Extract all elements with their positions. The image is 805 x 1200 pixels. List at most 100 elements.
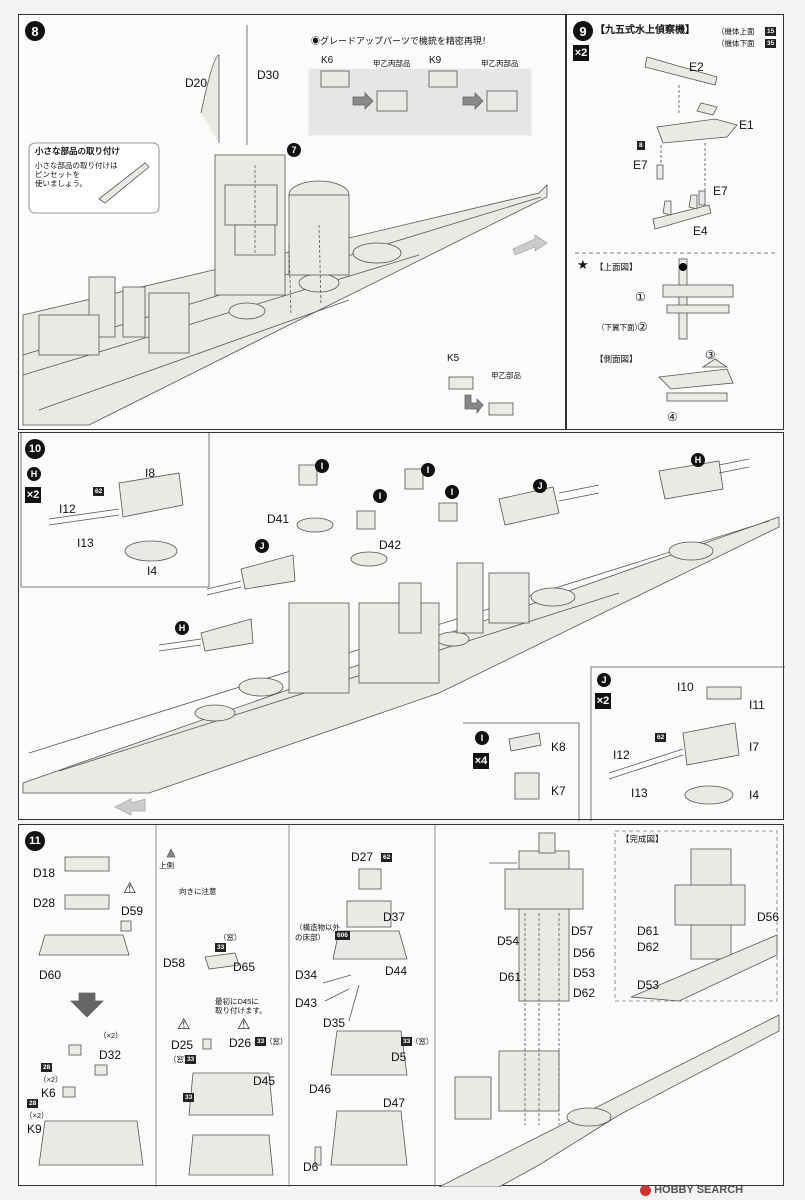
part-k6-label: K6 xyxy=(41,1086,56,1100)
j-marker-2: J xyxy=(533,479,547,493)
complete-d53-label: D53 xyxy=(637,978,660,992)
color-code-62: 62 xyxy=(381,853,393,862)
j-multiplier: ×2 xyxy=(595,693,611,709)
step-11-panel: 11 D18 D28 ⚠ D59 D60 上側 向きに注意 28 （×2） K6… xyxy=(18,824,784,1187)
part-i11-label: I11 xyxy=(749,698,765,712)
part-k6-sub: 甲乙丙部品 xyxy=(373,59,411,68)
step-10-ship-drawing xyxy=(20,433,785,821)
part-e2-label: E2 xyxy=(689,60,704,74)
color-code-62: 62 xyxy=(93,487,105,496)
tip-line-3: 使いましょう。 xyxy=(35,179,88,188)
color-code-8: 8 xyxy=(637,141,645,150)
completed-view-label: 【完成図】 xyxy=(621,834,664,844)
part-k9-label: K9 xyxy=(27,1122,42,1136)
upgrade-note: ◉グレードアップパーツで機銃を精密再現！ xyxy=(311,36,491,46)
i-marker-1: I xyxy=(315,459,329,473)
part-k6-label: K6 xyxy=(321,55,334,66)
part-k9-label: K9 xyxy=(429,55,442,66)
h-marker: H xyxy=(27,467,41,481)
top-view-label: 【上面図】 xyxy=(595,262,638,272)
tip-title: 小さな部品の取り付け xyxy=(35,146,121,156)
tip-line-2: ピンセットを xyxy=(35,170,80,179)
warning-icon-3: ⚠ xyxy=(237,1016,251,1033)
part-i12b-label: I12 xyxy=(613,748,630,762)
first-attach-line-2: 取り付けます。 xyxy=(215,1006,267,1015)
step-10-number: 10 xyxy=(25,439,45,459)
fuselage-lower-label: （機体下面 xyxy=(717,39,755,48)
part-d53-label: D53 xyxy=(573,966,596,980)
window-label: （窓） xyxy=(219,933,242,942)
non-struct-line-1: （構造物以外 xyxy=(295,923,340,932)
part-d44-label: D44 xyxy=(385,964,408,978)
part-d32-label: D32 xyxy=(99,1048,122,1062)
color-code-28b: 28 xyxy=(27,1099,39,1108)
part-k8-label: K8 xyxy=(551,740,566,754)
upper-color-code: 15 xyxy=(765,27,777,36)
part-d34-label: D34 xyxy=(295,968,318,982)
up-side-label: 上側 xyxy=(159,861,174,870)
fuselage-upper-label: （機体上面 xyxy=(717,27,755,36)
color-code-33a: 33 xyxy=(215,943,227,952)
part-d43-label: D43 xyxy=(295,996,318,1010)
step-ref-7: 7 xyxy=(287,143,301,157)
part-i13b-label: I13 xyxy=(631,786,648,800)
part-d18-label: D18 xyxy=(33,866,56,880)
part-d35-label: D35 xyxy=(323,1016,346,1030)
lower-surface-label: （下翼下面） xyxy=(597,323,642,332)
d26-window: （窓） xyxy=(265,1037,288,1046)
part-d61-label: D61 xyxy=(499,970,522,984)
part-d5-label: D5 xyxy=(391,1050,407,1064)
part-k7-label: K7 xyxy=(551,784,566,798)
step-9-panel: 9 【九五式水上偵察機】 （機体上面 15 （機体下面 35 ×2 E2 E1 … xyxy=(566,14,784,430)
part-d45-label: D45 xyxy=(253,1074,276,1088)
part-d41-label: D41 xyxy=(267,512,290,526)
step-8-ship-drawing xyxy=(22,25,548,426)
part-i10-label: I10 xyxy=(677,680,694,694)
part-i8-label: I8 xyxy=(145,466,156,480)
part-d20-label: D20 xyxy=(185,76,208,90)
part-i12-label: I12 xyxy=(59,502,76,516)
h-marker-3: H xyxy=(691,453,705,467)
tip-line-1: 小さな部品の取り付けは xyxy=(35,161,118,170)
x2-label-a: （×2） xyxy=(39,1075,63,1084)
step-11-number: 11 xyxy=(25,831,45,851)
part-i4-label: I4 xyxy=(147,564,158,578)
part-e7b-label: E7 xyxy=(713,184,728,198)
part-i7-label: I7 xyxy=(749,740,760,754)
part-d62-label: D62 xyxy=(573,986,596,1000)
part-d27-label: D27 xyxy=(351,850,374,864)
step-8-panel: 8 ◉グレードアップパーツで機銃を精密再現！ K6 甲乙丙部品 K9 甲乙丙部品… xyxy=(18,14,566,430)
color-code-33c: 33 xyxy=(255,1037,267,1046)
marker-1: ① xyxy=(635,290,646,304)
part-d59-label: D59 xyxy=(121,904,144,918)
part-k5-label: K5 xyxy=(447,353,460,364)
step-9-multiplier: ×2 xyxy=(573,45,589,61)
part-d26-label: D26 xyxy=(229,1036,252,1050)
d5-window: （窓） xyxy=(411,1037,434,1046)
part-d28-label: D28 xyxy=(33,896,56,910)
marker-4: ④ xyxy=(667,410,678,424)
d25-window: （窓） xyxy=(169,1055,192,1064)
step-10-panel: 10 H ×2 I8 I12 62 I13 I4 D41 D42 I I I I… xyxy=(18,432,785,821)
first-attach-line-1: 最初にD45に xyxy=(215,997,259,1006)
part-d56-label: D56 xyxy=(573,946,596,960)
part-d60-label: D60 xyxy=(39,968,62,982)
part-d54-label: D54 xyxy=(497,934,520,948)
color-code-28a: 28 xyxy=(41,1063,53,1072)
part-d57-label: D57 xyxy=(571,924,594,938)
i-marker-4: I xyxy=(445,485,459,499)
i-inset-marker: I xyxy=(475,731,489,745)
color-code-33b: 33 xyxy=(185,1055,197,1064)
step-8-number: 8 xyxy=(25,21,45,41)
star-marker: ★ xyxy=(577,257,589,272)
i-multiplier: ×4 xyxy=(473,753,489,769)
warning-icon-2: ⚠ xyxy=(177,1016,191,1033)
part-d65-label: D65 xyxy=(233,960,256,974)
h-multiplier: ×2 xyxy=(25,487,41,503)
color-code-62b: 62 xyxy=(655,733,667,742)
watermark-text: HOBBY SEARCH xyxy=(654,1184,744,1196)
j-inset-marker: J xyxy=(597,673,611,687)
part-k9-sub: 甲乙丙部品 xyxy=(481,59,519,68)
complete-d61-label: D61 xyxy=(637,924,660,938)
complete-d62-label: D62 xyxy=(637,940,660,954)
